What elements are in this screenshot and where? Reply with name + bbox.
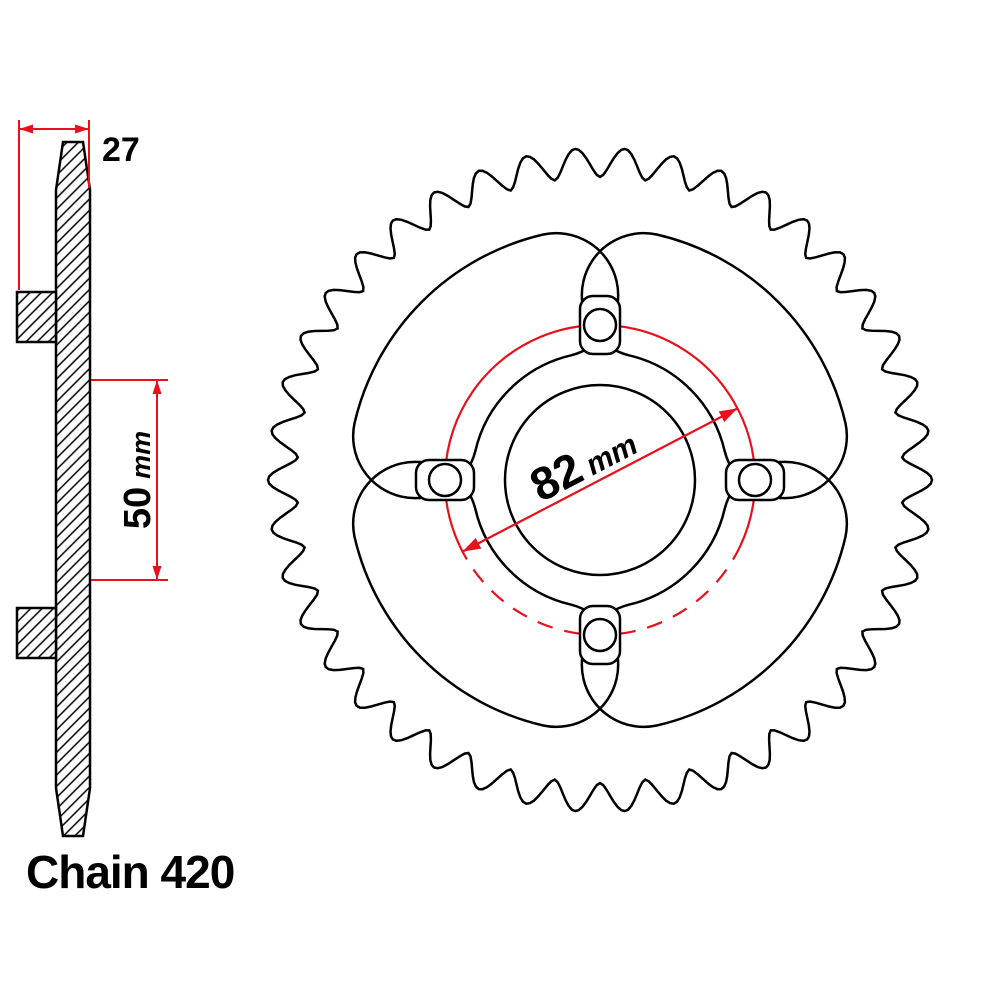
bolt-circle-hidden-segment xyxy=(458,545,742,637)
dimension-annotations: 27 50mm xyxy=(18,120,168,581)
bolt-holes xyxy=(414,294,786,666)
dimension-arrowhead xyxy=(152,380,162,394)
hub-span-dimension: 50mm xyxy=(91,379,168,581)
hub-width-label: 27 xyxy=(102,131,140,169)
dimension-arrowhead xyxy=(718,408,738,422)
side-view xyxy=(15,140,92,838)
bolt-hole-bottom xyxy=(582,617,618,653)
hub-span-label: 50mm xyxy=(117,431,159,529)
chain-size-label: Chain 420 xyxy=(26,846,234,898)
hub-boss-upper xyxy=(15,290,58,344)
bolt-hole-right xyxy=(737,462,773,498)
hub-width-dimension: 27 xyxy=(18,120,140,290)
front-view: 82mm xyxy=(266,147,934,813)
dimension-arrowhead xyxy=(152,566,162,580)
sprocket-lightening-cutouts xyxy=(351,231,849,729)
bolt-hole-top xyxy=(582,307,618,343)
bolt-hole-left xyxy=(427,462,463,498)
sprocket-plate-section xyxy=(54,140,92,838)
dimension-arrowhead xyxy=(19,124,33,134)
dimension-arrowhead xyxy=(75,124,89,134)
bolt-circle-dimension-line xyxy=(461,407,739,553)
dimension-arrowhead xyxy=(462,538,482,552)
hub-boss-lower xyxy=(15,606,58,660)
